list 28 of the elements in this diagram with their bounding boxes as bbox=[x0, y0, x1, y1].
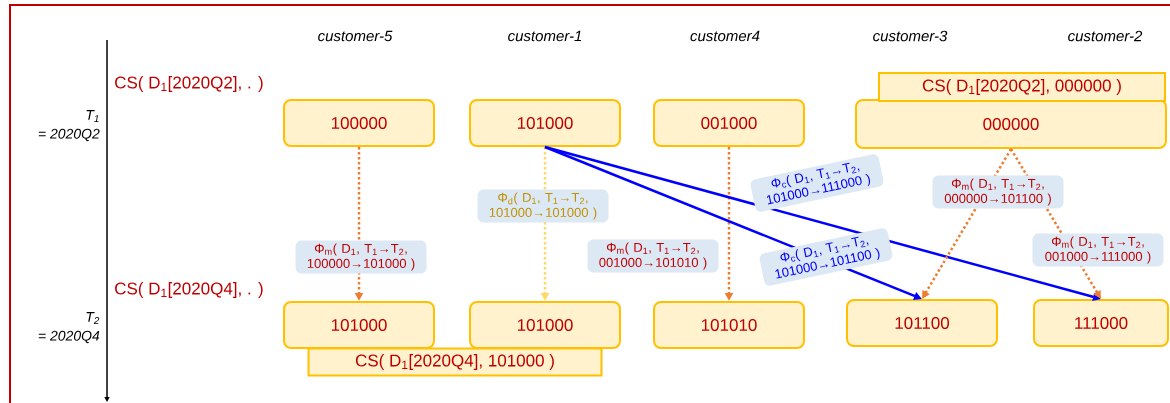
dashed-arrow bbox=[922, 148, 1013, 299]
state-box: 101000 bbox=[469, 99, 621, 147]
column-header: customer-1 bbox=[508, 30, 582, 42]
time-label: T$_{1}$ bbox=[86, 110, 99, 122]
state-box: 111000 bbox=[1033, 299, 1169, 347]
row-label: CS( D$_{1}$[2020Q4], . ) bbox=[115, 282, 263, 298]
edge-label: Φ$_{m}$( D$_{1}$, T$_{1}$→T$_{2}$, 000000→101100 ) bbox=[932, 175, 1064, 209]
column-header: customer-3 bbox=[873, 30, 948, 42]
edge-label: Φ$_{m}$( D$_{1}$, T$_{1}$→T$_{2}$, 100000→101000 ) bbox=[295, 240, 427, 274]
state-box: 101010 bbox=[653, 301, 805, 349]
row-label: CS( D$_{1}$[2020Q2], . ) bbox=[115, 76, 263, 92]
edge-label: Φ$_{m}$( D$_{1}$, T$_{1}$→T$_{2}$, 001000→111000 ) bbox=[1032, 233, 1164, 267]
state-box: 101000 bbox=[469, 301, 621, 349]
column-header: customer4 bbox=[690, 30, 760, 42]
cs-box: CS( D$_{1}$[2020Q4], 101000 ) bbox=[307, 347, 603, 377]
column-header: customer-2 bbox=[1068, 30, 1143, 42]
state-box: 000000 bbox=[855, 99, 1167, 149]
column-header: customer-5 bbox=[318, 30, 393, 42]
time-label: = 2020Q4 bbox=[38, 330, 100, 344]
state-box: 001000 bbox=[653, 99, 805, 147]
edge-label: Φ$_{m}$( D$_{1}$, T$_{1}$→T$_{2}$, 001000→101010 ) bbox=[587, 239, 719, 273]
cs-box: CS( D$_{1}$[2020Q2], 000000 ) bbox=[878, 72, 1166, 102]
time-label: T$_{2}$ bbox=[86, 312, 100, 324]
edge-label: Φ$_{d}$( D$_{1}$, T$_{1}$→T$_{2}$, 101000→101000 ) bbox=[477, 189, 609, 223]
state-box: 100000 bbox=[283, 99, 435, 147]
state-box: 101100 bbox=[846, 299, 998, 347]
time-label: = 2020Q2 bbox=[38, 128, 100, 142]
state-box: 101000 bbox=[283, 301, 435, 349]
